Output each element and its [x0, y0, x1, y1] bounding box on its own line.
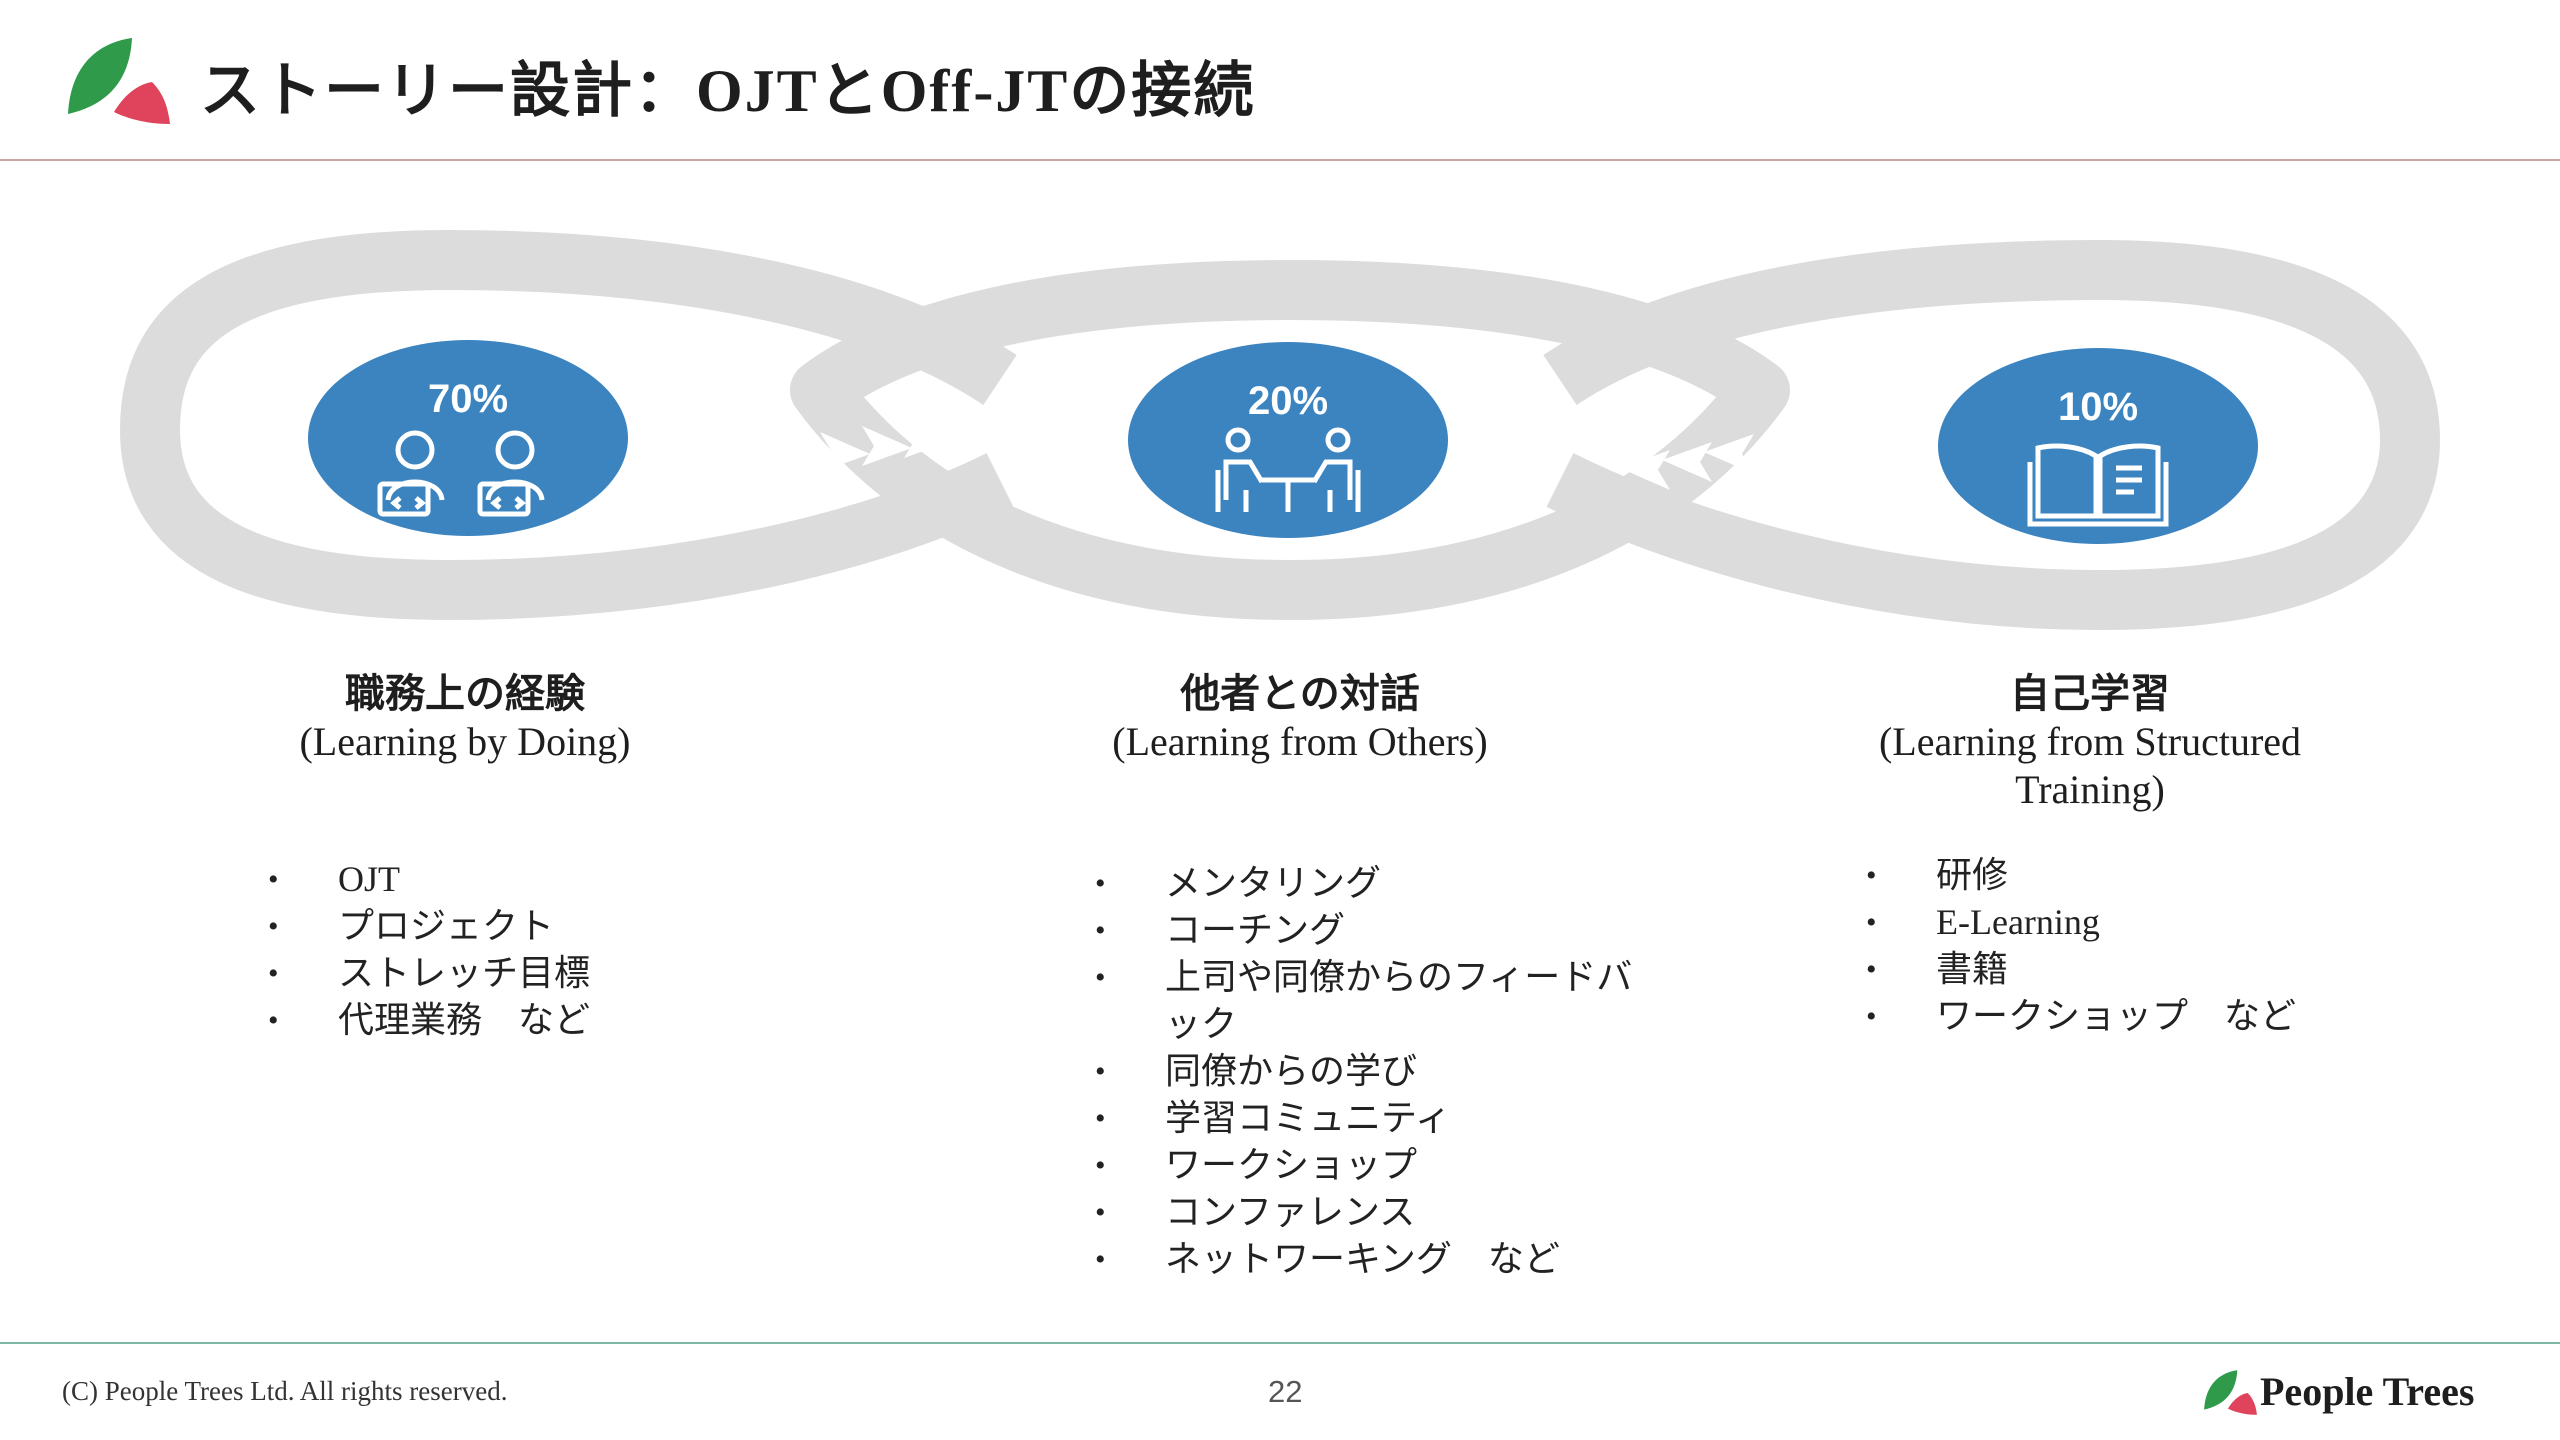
stage-20-subtitle: (Learning from Others)	[1112, 719, 1488, 764]
list-item: プロジェクト	[268, 903, 590, 950]
open-book-icon	[2027, 443, 2169, 527]
arrows-right	[820, 418, 954, 472]
people-trees-logo	[68, 38, 170, 124]
page-title: ストーリー設計：OJTとOff-JTの接続	[200, 58, 1256, 124]
arrows-left	[1620, 434, 1754, 490]
slide-header: ストーリー設計：OJTとOff-JTの接続	[0, 0, 2560, 162]
list-item: 学習コミュニティ	[1095, 1095, 1655, 1142]
stage-70-circle: 70%	[308, 340, 628, 536]
stage-10-percent: 10%	[2058, 385, 2138, 429]
stage-10-circle: 10%	[1938, 348, 2258, 544]
list-item: コンファレンス	[1095, 1189, 1655, 1236]
learning-loop-diagram: 70% 20% 10%	[120, 230, 2440, 630]
stage-10-list: 研修 E-Learning 書籍 ワークショップ など	[1866, 852, 2296, 1040]
list-item: ネットワーキング など	[1095, 1236, 1655, 1283]
stage-10-subtitle: (Learning from Structured Training)	[1878, 719, 2302, 812]
header-divider	[0, 159, 2560, 161]
list-item: 代理業務 など	[268, 997, 590, 1044]
people-trees-logo-small	[2204, 1370, 2257, 1415]
stage-70-title: 職務上の経験	[345, 671, 585, 716]
list-item: メンタリング	[1095, 860, 1655, 907]
stage-20-percent: 20%	[1248, 379, 1328, 423]
list-item: 同僚からの学び	[1095, 1048, 1655, 1095]
stage-10-heading: 自己学習 (Learning from Structured Training)	[1830, 670, 2350, 814]
list-item: ワークショップ など	[1866, 993, 2296, 1040]
footer-divider	[0, 1342, 2560, 1344]
copyright-text: (C) People Trees Ltd. All rights reserve…	[62, 1376, 508, 1406]
list-item: ワークショップ	[1095, 1142, 1655, 1189]
meeting-at-table-icon	[1215, 427, 1361, 512]
stage-70-subtitle: (Learning by Doing)	[299, 719, 631, 764]
stage-20-heading: 他者との対話 (Learning from Others)	[1050, 670, 1550, 766]
stage-20-circle: 20%	[1128, 342, 1448, 538]
footer-brand: People Trees	[2200, 1362, 2500, 1422]
list-item: OJT	[268, 856, 590, 903]
list-item: ストレッチ目標	[268, 950, 590, 997]
stage-70-list: OJT プロジェクト ストレッチ目標 代理業務 など	[268, 856, 590, 1044]
stage-10-title: 自己学習	[2010, 671, 2170, 716]
stage-70-percent: 70%	[428, 377, 508, 421]
loop-right	[1543, 240, 2440, 630]
list-item: 上司や同僚からのフィードバック	[1095, 954, 1655, 1048]
list-item: コーチング	[1095, 907, 1655, 954]
people-at-laptops-icon	[377, 430, 545, 517]
brand-name: People Trees	[2260, 1369, 2475, 1414]
loop-left	[120, 230, 1017, 620]
list-item: E-Learning	[1866, 899, 2296, 946]
list-item: 研修	[1866, 852, 2296, 899]
stage-70-heading: 職務上の経験 (Learning by Doing)	[230, 670, 700, 766]
list-item: 書籍	[1866, 946, 2296, 993]
loop-middle	[790, 260, 1790, 620]
stage-20-list: メンタリング コーチング 上司や同僚からのフィードバック 同僚からの学び 学習コ…	[1095, 860, 1655, 1283]
stage-20-title: 他者との対話	[1180, 671, 1420, 716]
page-number: 22	[1268, 1374, 1303, 1409]
